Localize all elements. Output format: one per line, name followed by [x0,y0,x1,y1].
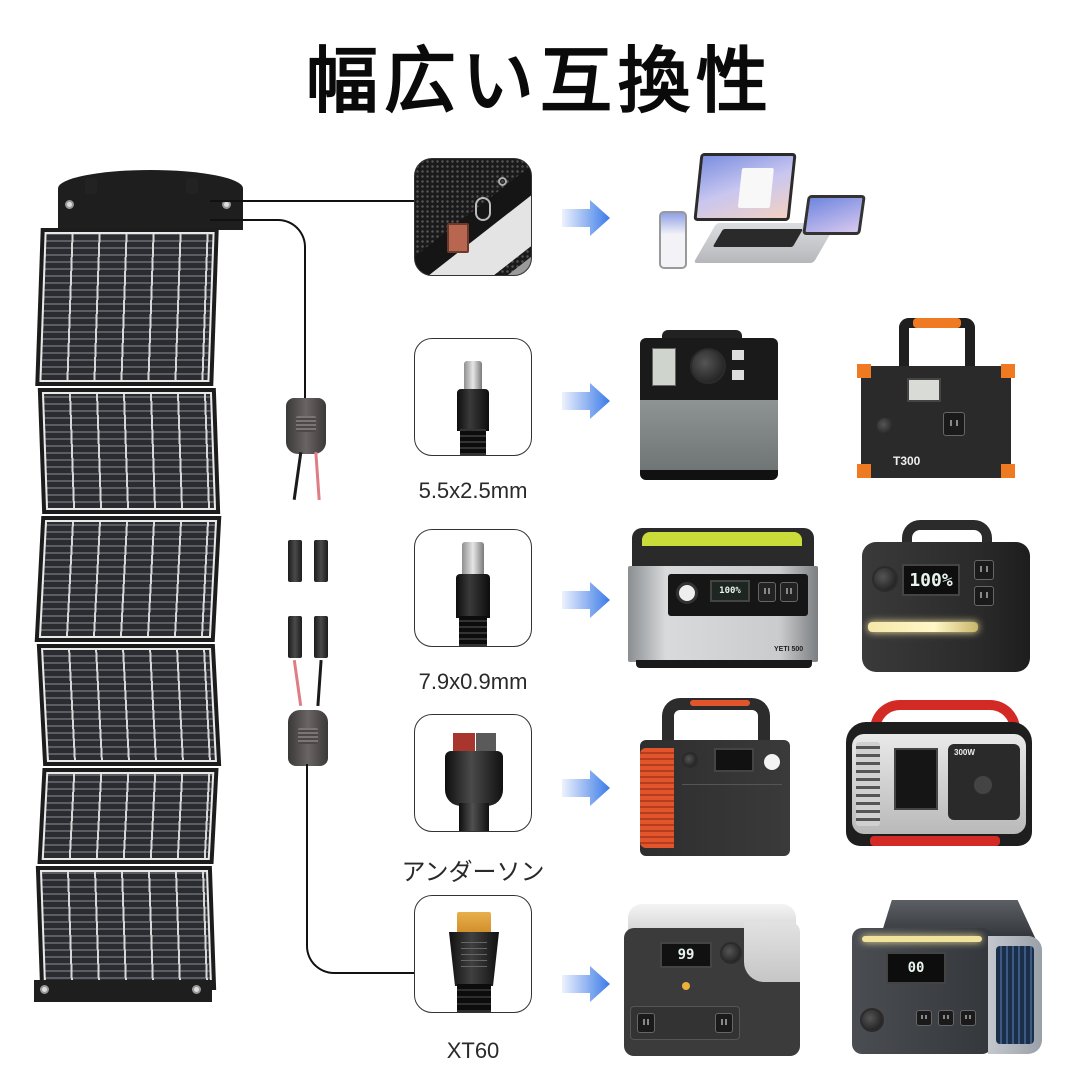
indicator-led [498,177,507,186]
solar-cell-fold-5 [37,768,219,864]
dc-barrel-plug-icon [414,529,532,647]
connector-label: 5.5x2.5mm [418,478,528,503]
solar-cell-fold-2 [37,388,221,514]
y-branch-connector [286,398,326,454]
red-wire [314,451,321,501]
device-display: 100% [902,564,960,596]
solar-cell-fold-3 [34,516,222,642]
hanging-tab [85,178,97,194]
power-station-ecoflow: 99 [624,904,800,1058]
usb-cable [210,200,416,202]
connector-label: アンダーソン [401,858,545,886]
device-brand: T300 [893,454,921,468]
led-light-bar [868,622,978,632]
power-station-jackery [640,698,790,858]
main-cable [210,219,306,399]
arrow-right-icon [562,770,610,806]
arrow-right-icon [562,966,610,1002]
solar-panel [30,150,243,1010]
usb-port-icon [414,158,532,276]
power-station-anker-solix: 00 [848,900,1044,1060]
device-display: 99 [660,942,712,968]
cooling-grill [996,946,1034,1044]
power-station-anker: 100% [862,520,1030,672]
solar-cell-fold-6 [35,866,217,990]
power-station-red-grey: 300W [840,700,1050,850]
black-wire [316,659,323,707]
device-brand: 300W [954,748,975,757]
mc4-female-connector [314,616,328,658]
device-brand: YETI 500 [774,646,804,653]
xt60-cable [306,764,416,974]
tablet [802,195,866,235]
mc4-female-connector [314,540,328,582]
grommet [40,985,49,994]
mc4-male-connector [288,540,302,582]
connector-label: 7.9x0.9mm [418,669,528,694]
arrow-right-icon [562,383,610,419]
device-display: 00 [886,952,946,984]
power-station-yeti: 100% YETI 500 [628,528,818,668]
panel-footer [34,980,212,1002]
anderson-plug-icon [414,714,532,832]
red-wire [292,660,303,706]
solar-cell-fold-1 [35,228,219,386]
laptop-phone-tablet [655,145,866,275]
laptop-screen [693,153,797,221]
led-light-bar [862,936,982,942]
hanging-tab [186,178,198,194]
y-branch-connector [288,710,328,766]
mc4-male-connector [288,616,302,658]
dc-barrel-plug-icon [414,338,532,456]
connector-label: XT60 [446,1038,500,1063]
grommet [192,985,201,994]
usb-a-port [447,223,469,253]
black-wire [292,452,303,500]
solar-cell-fold-4 [36,644,222,766]
grommet [65,200,74,209]
xt60-plug-icon [414,895,532,1013]
page-title: 幅広い互換性 [305,39,774,123]
power-station-grey [640,330,778,480]
arrow-right-icon [562,200,610,236]
phone [659,211,687,269]
usb-c-port [475,197,491,221]
power-station-t300: T300 [857,318,1017,478]
arrow-right-icon [562,582,610,618]
